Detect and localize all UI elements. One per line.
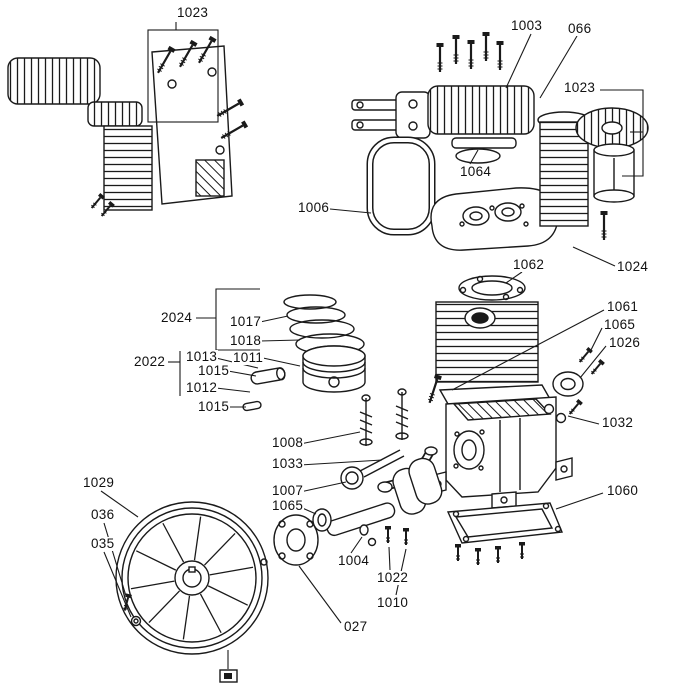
part-number-label: 1006 [297,200,331,215]
part-number-label: 1022 [376,570,410,585]
part-number-label: 1062 [512,257,546,272]
part-number-label: 2024 [160,310,194,325]
part-number-label: 1065 [271,498,305,513]
part-number-label: 1015 [197,399,231,414]
part-number-label: 1023 [176,5,210,20]
part-number-label: 1065 [603,317,637,332]
part-number-label: 1004 [337,553,371,568]
part-number-label: 1032 [601,415,635,430]
leader-lines [100,22,644,669]
part-number-label: 066 [567,21,593,36]
part-number-label: 1010 [376,595,410,610]
part-number-label: 1008 [271,435,305,450]
piston-rings-group [242,294,366,412]
assembled-pump-view [7,34,250,219]
part-number-label: 2022 [133,354,167,369]
part-number-label: 1018 [229,333,263,348]
part-number-label: 1026 [608,335,642,350]
part-number-label: 1033 [271,456,305,471]
part-number-label: 1061 [606,299,640,314]
part-number-label: 1003 [510,18,544,33]
part-number-label: 036 [90,507,116,522]
part-number-label: 1013 [185,349,219,364]
exploded-head-group [351,30,649,251]
part-number-label: 1007 [271,483,305,498]
part-number-label: 035 [90,536,116,551]
crankshaft-group [260,449,443,566]
part-number-label: 1015 [197,363,231,378]
part-number-label: 1023 [563,80,597,95]
part-number-label: 1064 [459,164,493,179]
part-number-label: 1029 [82,475,116,490]
part-number-label: 027 [343,619,369,634]
flywheel-spokes [130,516,254,640]
part-number-label: 1017 [229,314,263,329]
cylinder-crankcase-group [425,275,606,566]
part-number-label: 1060 [606,483,640,498]
part-number-label: 1011 [232,350,265,365]
part-number-label: 1012 [185,380,219,395]
part-number-label: 1024 [616,259,650,274]
flywheel-group [115,501,269,683]
